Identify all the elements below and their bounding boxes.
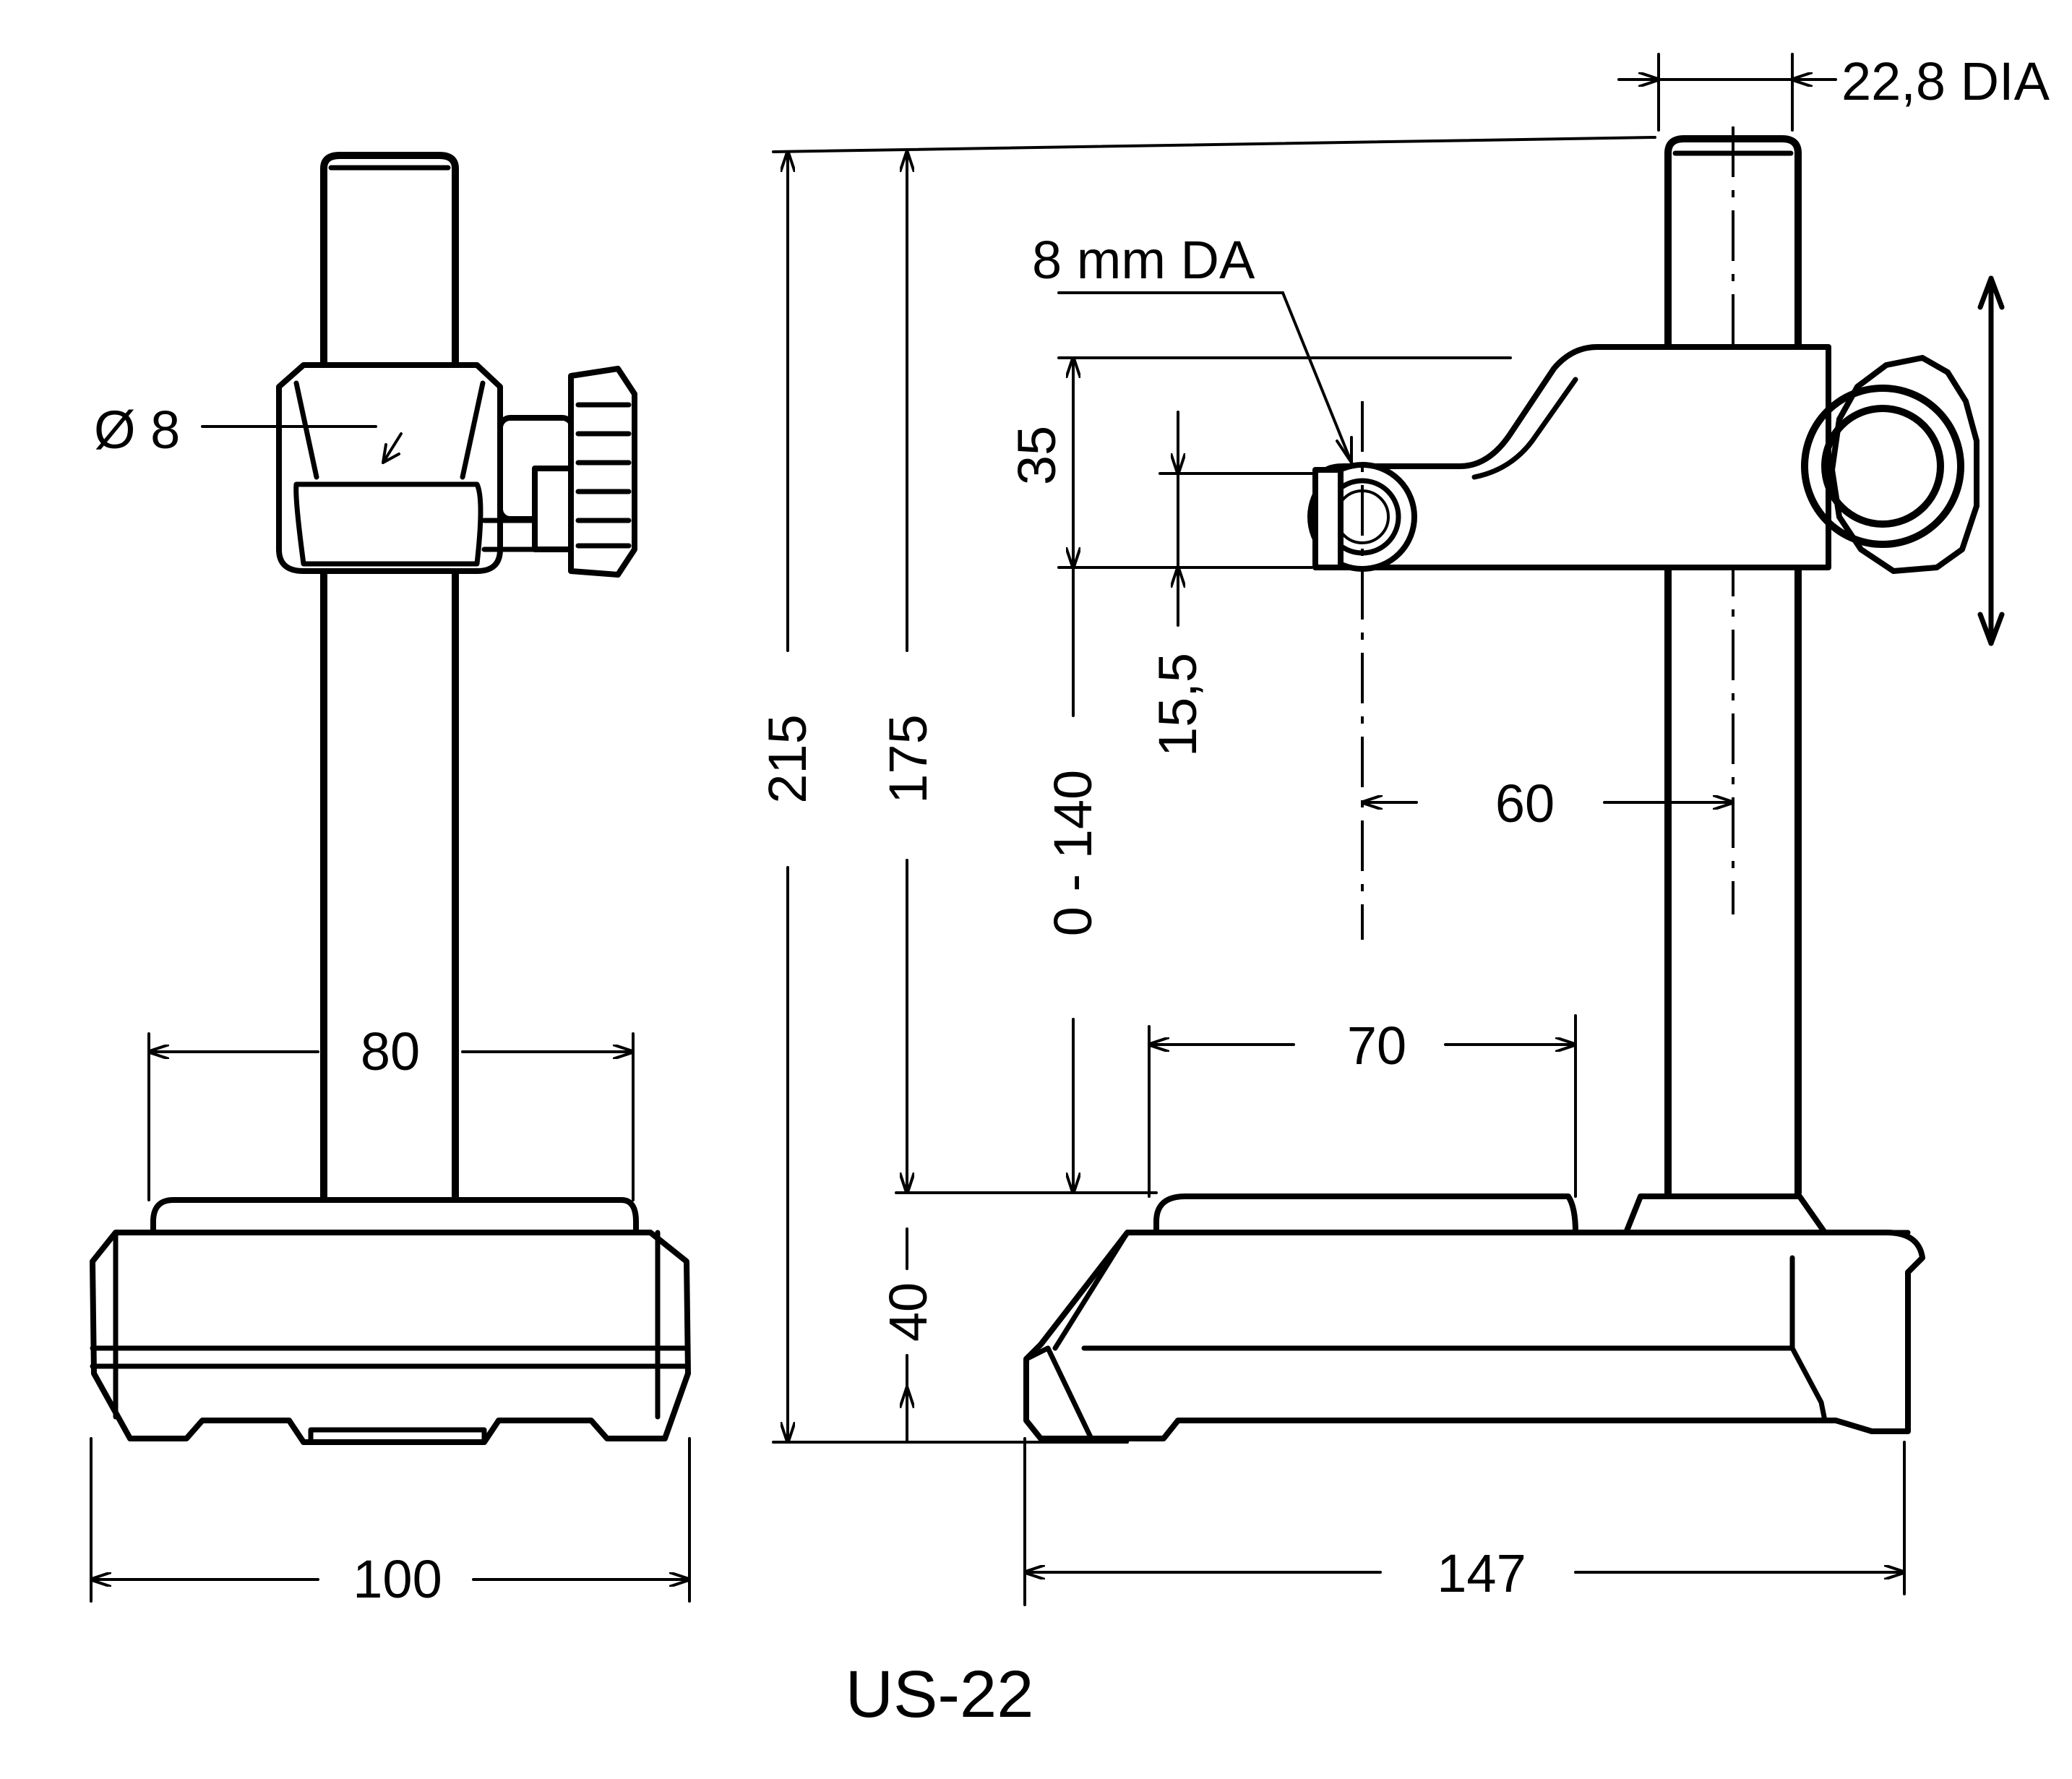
model-title: US-22 xyxy=(846,1658,1034,1731)
dim-147-label: 147 xyxy=(1437,1543,1526,1603)
dim-175: 175 xyxy=(878,150,1158,1194)
dim-40-label: 40 xyxy=(878,1282,938,1342)
dim-35: 35 xyxy=(1007,356,1512,569)
dim-22-8-label: 22,8 DIA xyxy=(1841,51,2050,111)
side-knob xyxy=(1801,355,1979,574)
dim-147: 147 xyxy=(1023,1437,1906,1606)
dim-60: 60 xyxy=(1361,773,1734,833)
dim-215: 215 xyxy=(757,136,1656,1444)
dim-215-label: 215 xyxy=(757,714,817,803)
dim-15-5-label: 15,5 xyxy=(1148,653,1208,757)
front-column xyxy=(320,152,459,1204)
dim-60-label: 60 xyxy=(1495,773,1555,833)
dim-100: 100 xyxy=(90,1437,691,1609)
diameter-label: Ø 8 xyxy=(94,400,180,460)
dim-40: 40 xyxy=(878,1141,938,1444)
dim-70-label: 70 xyxy=(1347,1016,1406,1076)
dim-80-label: 80 xyxy=(361,1021,420,1081)
front-diameter-callout: Ø 8 xyxy=(94,400,377,460)
dim-80: 80 xyxy=(147,1021,635,1201)
travel-arrow-icon xyxy=(1977,275,2005,646)
front-view: Ø 8 80 100 xyxy=(90,152,691,1609)
dim-70: 70 xyxy=(1148,1014,1577,1198)
dim-175-label: 175 xyxy=(878,714,938,803)
side-view: 22,8 DIA 8 mm DA 215 175 40 xyxy=(757,51,2050,1606)
dim-0-140-label: 0 - 140 xyxy=(1043,770,1103,936)
side-column xyxy=(1664,127,1802,1196)
dim-15-5: 15,5 xyxy=(1148,411,1313,757)
dim-100-label: 100 xyxy=(353,1549,442,1609)
bore-label: 8 mm DA xyxy=(1032,230,1255,290)
side-base xyxy=(1023,1193,1925,1441)
dim-35-label: 35 xyxy=(1007,426,1067,485)
side-arm xyxy=(1307,344,1831,940)
dim-22-8: 22,8 DIA xyxy=(1617,51,2050,132)
dim-0-140: 0 - 140 xyxy=(1043,566,1151,1194)
front-clamp xyxy=(276,362,637,578)
front-base xyxy=(90,1197,691,1445)
bore-callout: 8 mm DA xyxy=(1032,230,1353,468)
